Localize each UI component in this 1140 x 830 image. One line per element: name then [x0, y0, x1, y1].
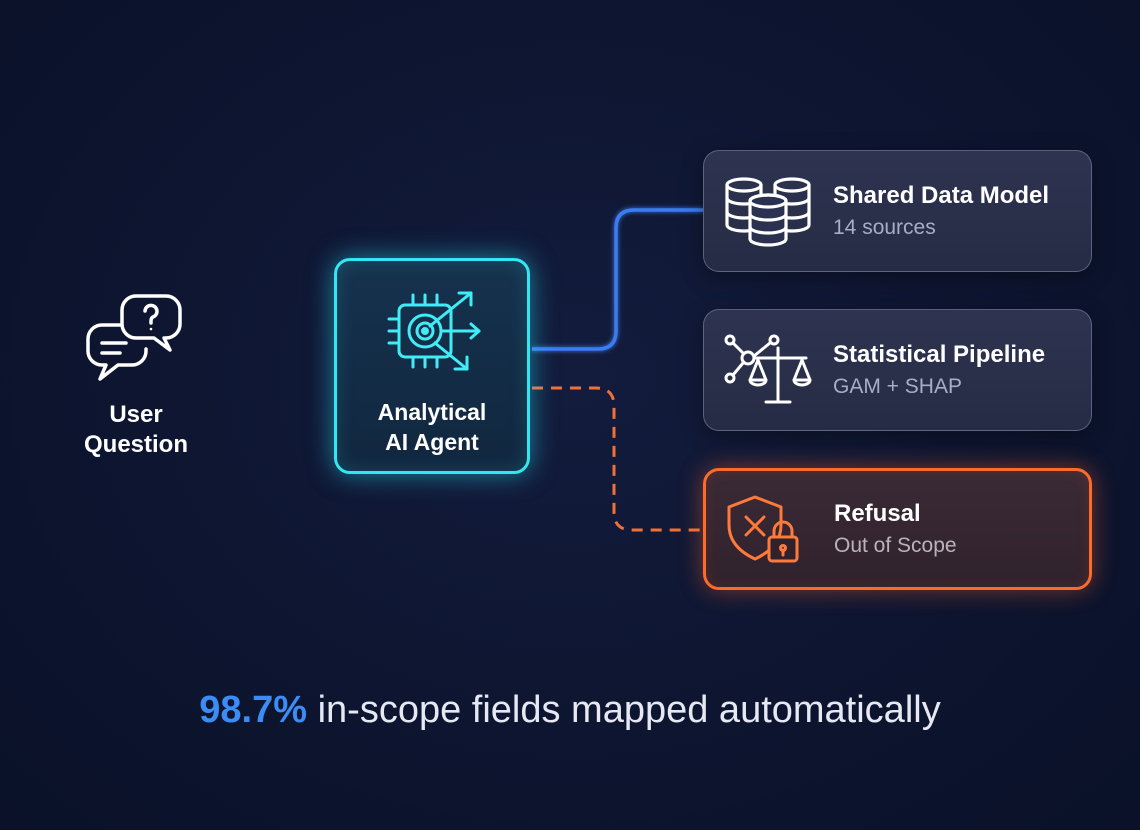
card-title: Statistical Pipeline — [833, 341, 1046, 368]
chat-question-icon — [86, 294, 182, 381]
footer-stat: 98.7% in-scope fields mapped automatical… — [0, 686, 1140, 734]
agent-to-refusal-connector — [532, 386, 703, 532]
card-title: Shared Data Model — [833, 182, 1050, 209]
user-label-line-1: User — [109, 401, 163, 428]
user-label-line-2: Question — [83, 431, 188, 458]
refusal-card: Refusal Out of Scope — [703, 468, 1092, 590]
user-question-node: User Question — [60, 292, 212, 472]
statistical-pipeline-card: Statistical Pipeline GAM + SHAP — [703, 309, 1092, 431]
agent-to-data-model-connector — [532, 208, 703, 351]
agent-label-line-1: Analytical — [377, 399, 487, 425]
agent-label-line-2: AI Agent — [385, 429, 479, 455]
database-icon — [725, 177, 811, 247]
card-title: Refusal — [834, 500, 921, 527]
network-scale-icon — [724, 334, 812, 404]
shared-data-model-card: Shared Data Model 14 sources — [703, 150, 1092, 272]
card-subtitle: 14 sources — [833, 216, 936, 239]
ai-chip-target-icon — [387, 291, 481, 371]
stat-value: 98.7% — [199, 689, 308, 731]
stat-caption: in-scope fields mapped automatically — [317, 689, 941, 731]
agent-label: Analytical AI Agent — [337, 397, 527, 457]
card-subtitle: GAM + SHAP — [833, 375, 962, 398]
analytical-agent-node: Analytical AI Agent — [334, 258, 530, 474]
shield-lock-icon — [727, 495, 799, 563]
user-question-label: User Question — [60, 400, 212, 460]
card-subtitle: Out of Scope — [834, 534, 957, 557]
